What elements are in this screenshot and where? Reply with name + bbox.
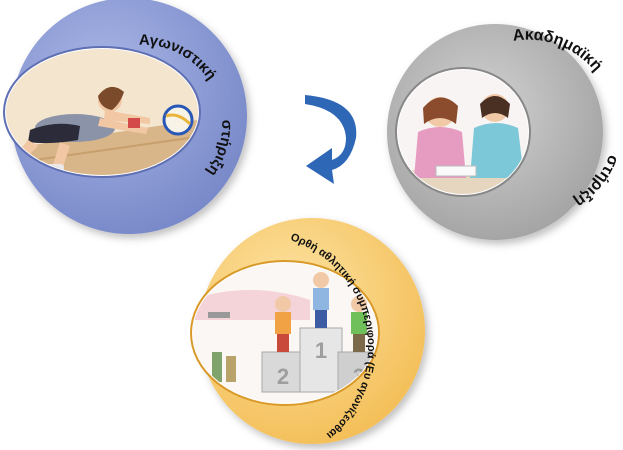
tutor-student-image [395,67,531,197]
curved-arrow-icon [305,95,357,184]
podium-second-place-number: 2 [277,364,289,389]
podium-image: 2 1 3 [190,260,380,406]
volleyball-player-image [3,46,201,178]
podium-first-place-number: 1 [315,338,327,363]
